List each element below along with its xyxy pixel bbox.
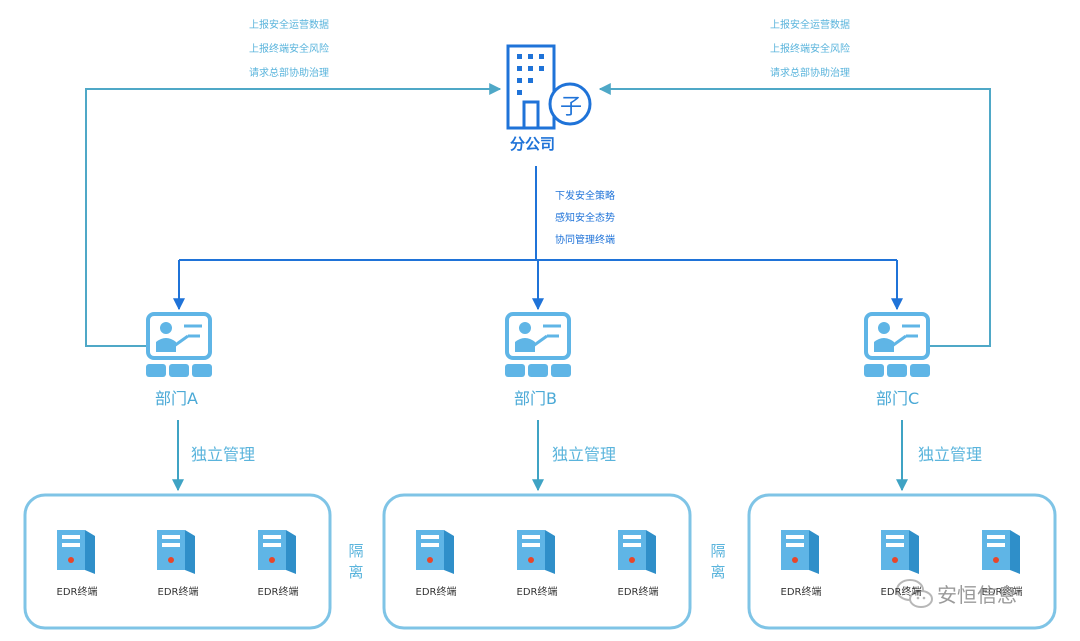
edr-terminal-label: EDR终端 (157, 587, 199, 598)
server-icon (416, 530, 454, 574)
report-left-2: 上报终端安全风险 (249, 44, 329, 55)
department-a-label: 部门A (155, 389, 198, 408)
isolation-label-2: 隔离 (710, 542, 726, 581)
department-b-label: 部门B (514, 389, 557, 408)
edr-terminal-label: EDR终端 (415, 587, 457, 598)
edr-terminal-label: EDR终端 (56, 587, 98, 598)
edr-terminal-label: EDR终端 (617, 587, 659, 598)
command-2: 感知安全态势 (555, 213, 615, 224)
report-right-1: 上报安全运营数据 (770, 20, 850, 31)
building-icon (506, 44, 592, 130)
department-c-label: 部门C (876, 389, 920, 408)
report-right-2: 上报终端安全风险 (770, 44, 850, 55)
report-left-3: 请求总部协助治理 (249, 68, 329, 79)
report-right-3: 请求总部协助治理 (770, 68, 850, 79)
hq-label: 分公司 (510, 135, 556, 153)
mgmt-label-a: 独立管理 (191, 445, 256, 464)
server-icon (618, 530, 656, 574)
report-line-left (85, 83, 502, 347)
server-icon (57, 530, 95, 574)
department-c-icon (864, 312, 930, 377)
isolation-label-1: 隔离 (348, 542, 364, 581)
edr-terminal-label: EDR终端 (780, 587, 822, 598)
server-icon (157, 530, 195, 574)
department-a-box (23, 493, 332, 630)
command-1: 下发安全策略 (555, 191, 615, 202)
server-icon (881, 530, 919, 574)
server-icon (258, 530, 296, 574)
mgmt-label-b: 独立管理 (552, 445, 617, 464)
report-line-right (598, 83, 991, 347)
department-c-box (747, 493, 1057, 630)
watermark: 安恒信息 (937, 583, 1017, 607)
report-left-1: 上报安全运营数据 (249, 20, 329, 31)
server-icon (517, 530, 555, 574)
edr-terminal-label: EDR终端 (516, 587, 558, 598)
server-icon (982, 530, 1020, 574)
server-icon (781, 530, 819, 574)
edr-terminal-label: EDR终端 (981, 587, 1023, 598)
edr-terminal-label: EDR终端 (880, 587, 922, 598)
edr-terminal-label: EDR终端 (257, 587, 299, 598)
wechat-icon (896, 579, 933, 608)
mgmt-label-c: 独立管理 (918, 445, 983, 464)
hq-badge: 子 (560, 95, 583, 120)
department-b-box (382, 493, 692, 630)
department-b-icon (505, 312, 571, 377)
command-3: 协同管理终端 (555, 235, 615, 246)
department-a-icon (146, 312, 212, 377)
